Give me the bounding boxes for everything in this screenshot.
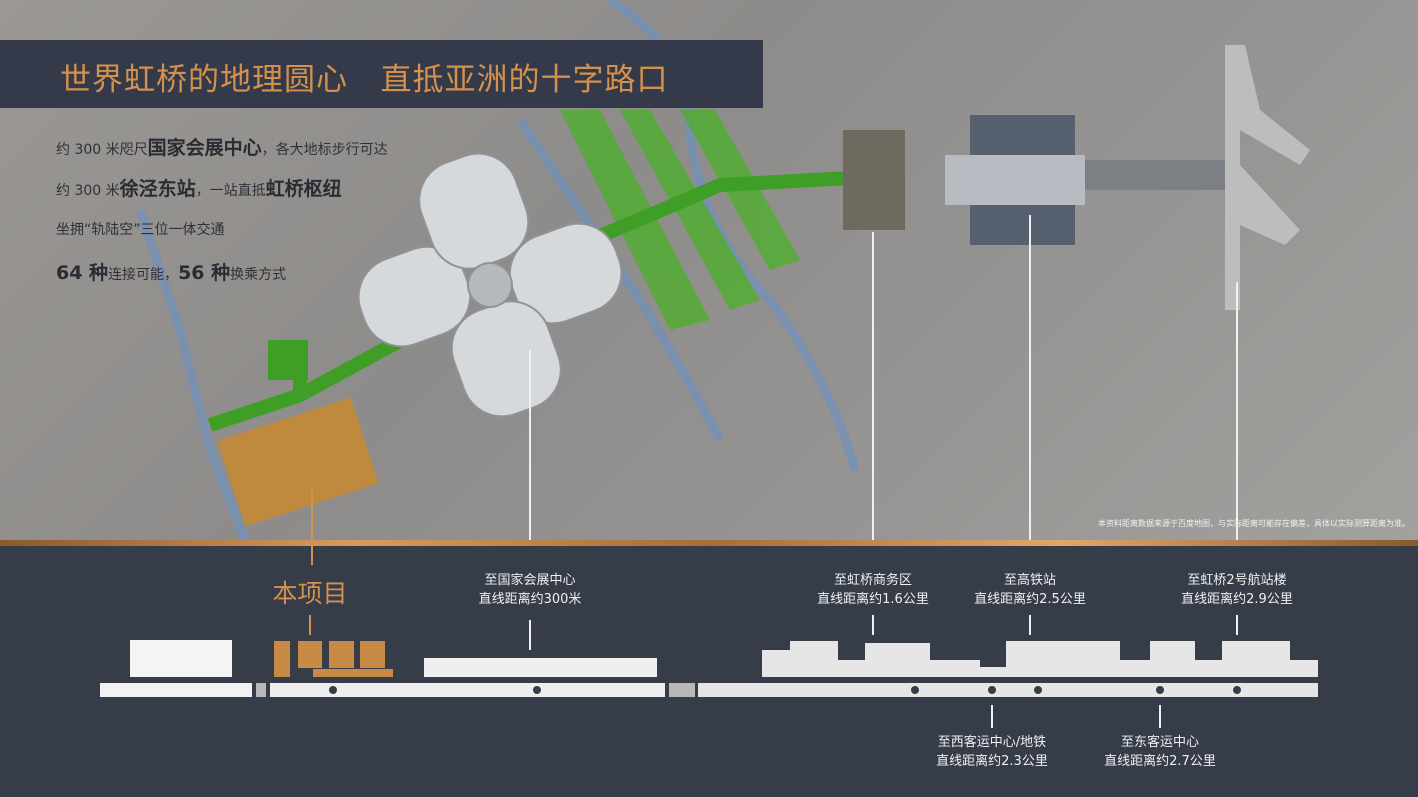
- feature-text: 约 300 米咫尺: [56, 142, 148, 158]
- hongqiao-railway-station: [945, 115, 1225, 245]
- headline: 世界虹桥的地理圆心 直抵亚洲的十字路口: [60, 62, 669, 98]
- map-graphics: [135, 0, 1310, 542]
- feature-transport: 坐拥“轨陆空”三位一体交通: [56, 219, 225, 239]
- destination-name: 至虹桥2号航站楼: [1187, 573, 1287, 588]
- destination-west-bus-metro: 至西客运中心/地铁直线距离约2.3公里: [936, 733, 1048, 771]
- hongqiao-terminal-2: [1225, 45, 1310, 310]
- destination-name: 至国家会展中心: [484, 573, 576, 588]
- feature-highlight: 国家会展中心: [147, 137, 262, 159]
- destination-distance: 直线距离约2.7公里: [1104, 754, 1216, 769]
- exhibition-block: [424, 658, 657, 677]
- map-leader-lines: [311, 215, 1238, 542]
- destination-name: 至西客运中心/地铁: [937, 735, 1047, 750]
- project-buildings: [274, 641, 393, 677]
- gold-divider: [0, 540, 1418, 546]
- destination-distance: 直线距离约2.3公里: [936, 754, 1048, 769]
- destination-distance: 直线距离约300米: [478, 592, 582, 607]
- feature-highlight: 徐泾东站: [119, 178, 196, 200]
- project-label: 本项目: [272, 579, 348, 608]
- destination-name: 至东客运中心: [1120, 735, 1199, 750]
- feature-text: 约 300 米: [56, 183, 120, 199]
- hongqiao-business-district: [843, 130, 905, 230]
- destination-business-district: 至虹桥商务区直线距离约1.6公里: [817, 571, 929, 609]
- hub-skyline: [762, 641, 1318, 677]
- feature-highlight: 64 种: [56, 262, 109, 284]
- feature-text: 连接可能，: [108, 267, 179, 283]
- destination-terminal-2: 至虹桥2号航站楼直线距离约2.9公里: [1181, 571, 1293, 609]
- destination-name: 至高铁站: [1003, 573, 1056, 588]
- feature-text: ，各大地标步行可达: [261, 142, 388, 158]
- feature-text: 换乘方式: [230, 267, 287, 283]
- destination-railway-station: 至高铁站直线距离约2.5公里: [974, 571, 1086, 609]
- feature-connections: 64 种连接可能，56 种换乘方式: [56, 258, 286, 285]
- station-dots: [329, 686, 1241, 694]
- disclaimer: 本资料距离数据来源于百度地图，与实际距离可能存在偏差，具体以实际测算距离为准。: [1098, 519, 1410, 528]
- feature-text: 坐拥“轨陆空”三位一体交通: [56, 222, 225, 238]
- feature-highlight: 虹桥枢纽: [265, 178, 342, 200]
- road-bar: [100, 683, 1318, 697]
- feature-exhibition: 约 300 米咫尺国家会展中心，各大地标步行可达: [56, 133, 388, 160]
- exhibition-center: [357, 152, 623, 418]
- leader-lines: [529, 615, 1238, 728]
- feature-station: 约 300 米徐泾东站，一站直抵虹桥枢纽: [56, 174, 342, 201]
- destination-distance: 直线距离约2.9公里: [1181, 592, 1293, 607]
- headline-banner: 世界虹桥的地理圆心 直抵亚洲的十字路口: [0, 40, 763, 108]
- green-plaza: [268, 340, 308, 380]
- destination-east-bus: 至东客运中心直线距离约2.7公里: [1104, 733, 1216, 771]
- destination-name: 至虹桥商务区: [833, 573, 912, 588]
- feature-highlight: 56 种: [178, 262, 231, 284]
- destination-distance: 直线距离约1.6公里: [817, 592, 929, 607]
- destination-distance: 直线距离约2.5公里: [974, 592, 1086, 607]
- building-block: [130, 640, 232, 677]
- destination-exhibition: 至国家会展中心直线距离约300米: [479, 571, 582, 609]
- project-site: [217, 397, 379, 527]
- feature-text: ，一站直抵: [195, 183, 266, 199]
